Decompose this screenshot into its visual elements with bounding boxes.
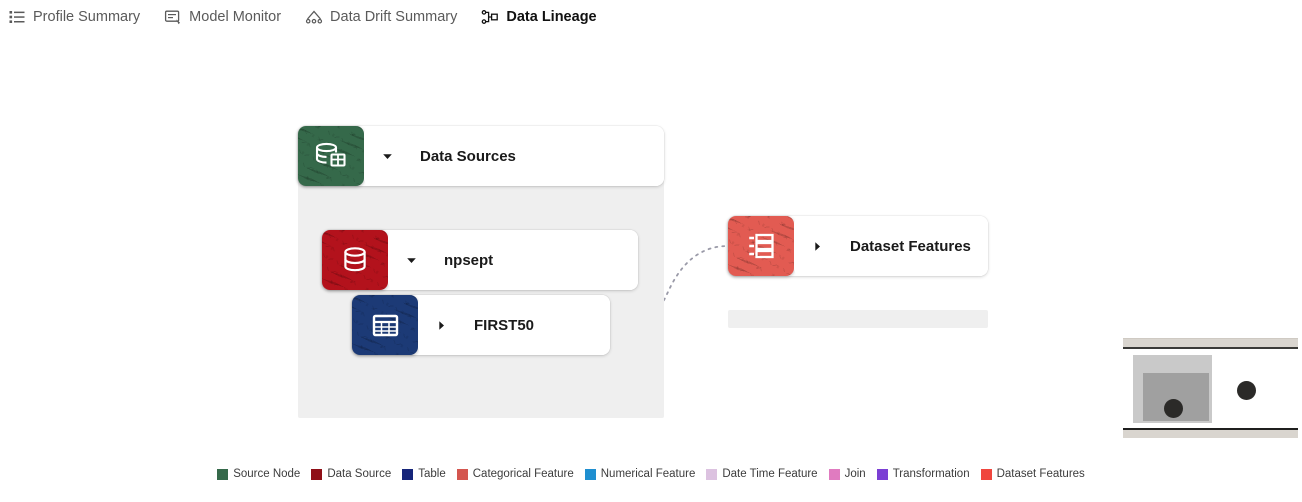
lineage-tree-icon [481,8,499,26]
feature-list-icon [749,233,774,259]
node-body[interactable]: npsept [388,230,638,290]
tab-label: Model Monitor [189,9,282,26]
legend-swatch [828,468,840,480]
database-table-icon [315,142,346,167]
minimap-viewport[interactable] [1123,347,1298,430]
tab-data-drift-summary[interactable]: Data Drift Summary [305,0,457,34]
legend-label: Table [418,468,446,480]
legend-swatch [980,468,992,480]
legend-swatch [706,468,718,480]
icon-texture [352,295,418,355]
legend-item-dataset-features: Dataset Features [980,468,1085,480]
node-icon-wrapper[interactable] [352,295,418,355]
chevron-right-icon[interactable] [806,240,828,253]
icon-texture [728,216,794,276]
legend-swatch [456,468,468,480]
dataset-features-group[interactable] [728,310,988,328]
monitor-note-icon [164,8,182,26]
minimap-node-dot-left [1164,399,1183,418]
legend-swatch [876,468,888,480]
tab-profile-summary[interactable]: Profile Summary [8,0,140,34]
tab-label: Profile Summary [33,9,141,26]
node-icon-wrapper[interactable] [728,216,794,276]
chevron-down-icon[interactable] [400,254,422,267]
node-icon-wrapper[interactable] [322,230,388,290]
legend-item-table: Table [402,468,446,480]
lineage-canvas[interactable]: Data Sources npsept [0,40,1302,460]
legend-item-source-node: Source Node [217,468,300,480]
tab-data-lineage[interactable]: Data Lineage [476,0,604,43]
icon-texture [322,230,388,290]
legend-label: Numerical Feature [600,468,696,480]
list-detail-icon [8,8,26,26]
legend-swatch [217,468,229,480]
node-label: FIRST50 [474,316,535,334]
node-label: npsept [444,251,494,269]
legend-swatch [584,468,596,480]
node-npsept[interactable]: npsept [322,230,638,290]
node-body[interactable]: Data Sources [364,126,664,186]
node-dataset-features[interactable]: Dataset Features [728,216,988,276]
legend-swatch [311,468,323,480]
tab-label: Data Lineage [506,9,597,26]
node-label: Data Sources [420,147,516,165]
node-body[interactable]: Dataset Features [794,216,988,276]
legend-item-categorical-feature: Categorical Feature [456,468,574,480]
page-tabs: Profile Summary Model Monitor [0,0,1302,43]
chevron-right-icon[interactable] [430,319,452,332]
legend-item-data-source: Data Source [311,468,391,480]
legend-label: Dataset Features [996,468,1085,480]
chevron-down-icon[interactable] [376,150,398,163]
table-icon [372,314,398,336]
lineage-legend: Source Node Data Source Table Categorica… [0,468,1302,480]
legend-label: Source Node [233,468,301,480]
legend-label: Date Time Feature [722,468,818,480]
node-label: Dataset Features [850,237,971,255]
legend-label: Transformation [892,468,970,480]
legend-label: Join [844,468,866,480]
drift-node-icon [305,8,323,26]
minimap-node-dot-right [1237,381,1256,400]
tab-label: Data Drift Summary [330,9,458,26]
node-icon-wrapper[interactable] [298,126,364,186]
tab-model-monitor[interactable]: Model Monitor [164,0,281,34]
legend-label: Data Source [327,468,392,480]
legend-item-transformation: Transformation [876,468,970,480]
node-body[interactable]: FIRST50 [418,295,610,355]
database-icon [344,247,366,272]
legend-label: Categorical Feature [472,468,574,480]
legend-item-join: Join [828,468,866,480]
node-first50[interactable]: FIRST50 [352,295,610,355]
legend-item-numerical-feature: Numerical Feature [584,468,696,480]
node-data-sources[interactable]: Data Sources [298,126,664,186]
graph-minimap[interactable] [1123,338,1298,438]
legend-swatch [402,468,414,480]
legend-item-date-time-feature: Date Time Feature [706,468,818,480]
